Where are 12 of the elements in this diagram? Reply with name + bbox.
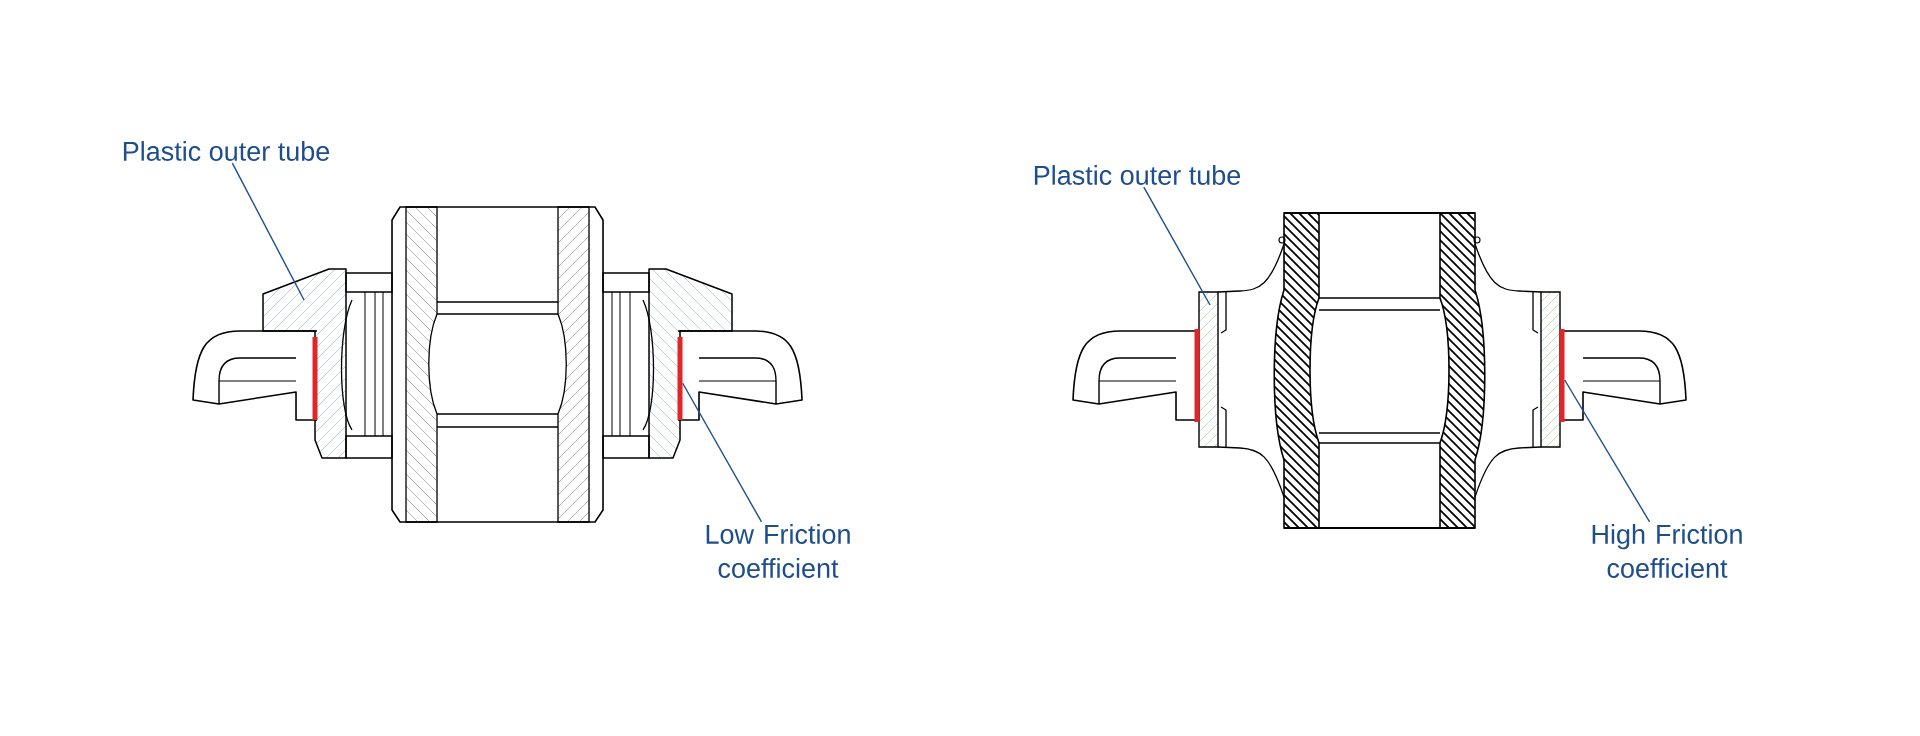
callout-label: Low Friction coefficient <box>706 524 850 578</box>
friction-strip <box>1194 329 1200 422</box>
leader-line <box>231 162 305 301</box>
callout-label: High Friction coefficient <box>1592 524 1742 578</box>
friction-strip <box>1559 329 1565 422</box>
friction-strip <box>677 337 683 420</box>
callout-label: Plastic outer tube <box>123 141 330 161</box>
friction-strip <box>312 337 318 420</box>
callout-label: Plastic outer tube <box>1034 165 1241 185</box>
leader-line <box>1564 379 1651 523</box>
leader-line <box>682 382 763 523</box>
leader-line <box>1143 186 1211 306</box>
